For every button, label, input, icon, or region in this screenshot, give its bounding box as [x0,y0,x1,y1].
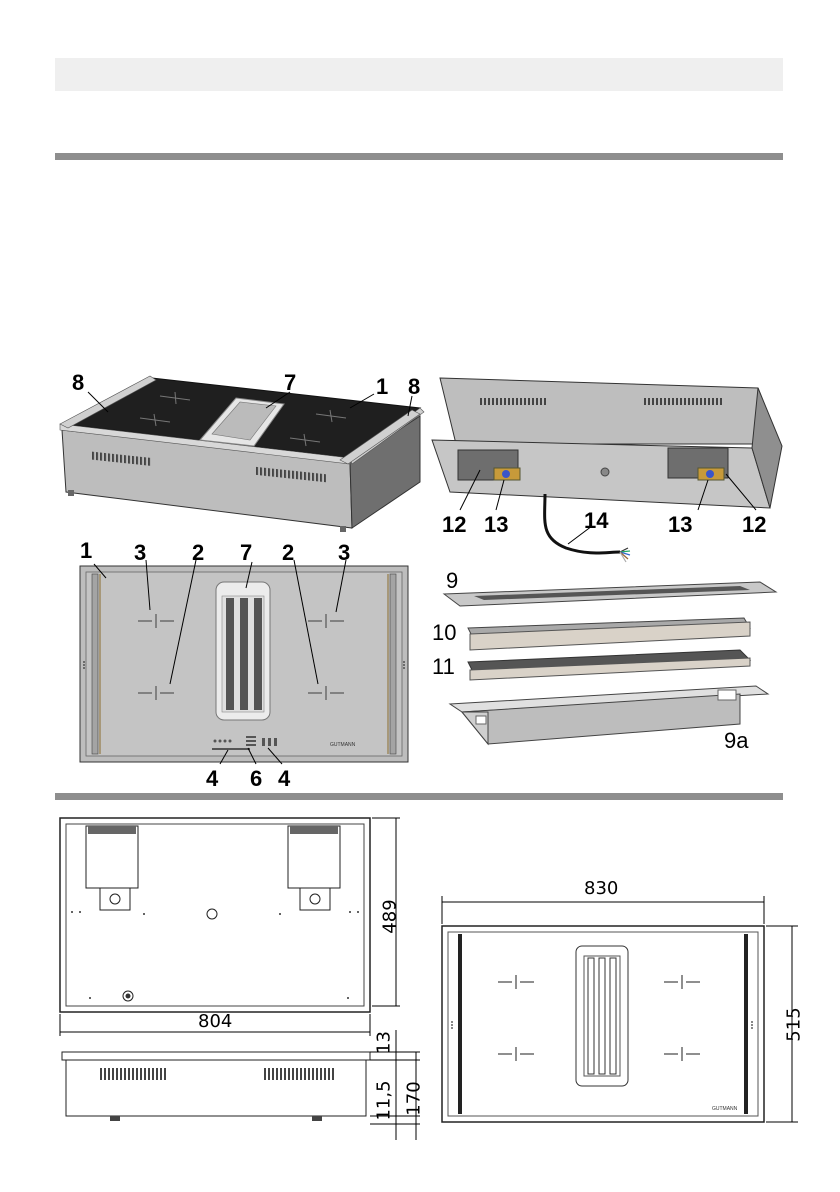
callout-4-right: 4 [278,768,290,790]
dimension-13: 13 [374,1023,395,1063]
callout-6: 6 [250,768,262,790]
brand-logo-dim-view: GUTMANN [712,1106,737,1112]
dimension-830: 830 [584,880,618,898]
dimension-11-5: 11,5 [374,1071,395,1131]
dimension-489: 489 [380,897,401,937]
callout-2-left: 2 [192,542,204,564]
side-elevation-view [62,1030,420,1140]
callout-2-right: 2 [282,542,294,564]
underside-plan-view [60,818,400,1036]
callout-7-plan: 7 [240,542,252,564]
callout-4-left: 4 [206,768,218,790]
callout-7-top: 7 [284,372,296,394]
cooktop-3d-view [60,376,424,532]
callout-10: 10 [432,622,456,644]
callout-8-right: 8 [408,376,420,398]
callout-13-left: 13 [484,514,508,536]
dimension-170: 170 [404,1069,425,1129]
callout-14: 14 [584,510,608,532]
callout-12-left: 12 [442,514,466,536]
callout-13-right: 13 [668,514,692,536]
dimensioned-top-view [442,896,798,1122]
callout-1-top: 1 [376,376,388,398]
filter-exploded-view [444,582,776,744]
cooktop-top-view [80,566,408,762]
callout-1-plan: 1 [80,540,92,562]
brand-logo-plan: GUTMANN [330,742,355,748]
callout-11: 11 [432,656,455,678]
callout-12-right: 12 [742,514,766,536]
callout-9: 9 [446,570,458,592]
dimension-515: 515 [784,995,805,1055]
dimension-804: 804 [198,1013,232,1031]
callout-3-left: 3 [134,542,146,564]
callout-3-right: 3 [338,542,350,564]
callout-9a: 9a [724,730,748,752]
callout-8-left: 8 [72,372,84,394]
